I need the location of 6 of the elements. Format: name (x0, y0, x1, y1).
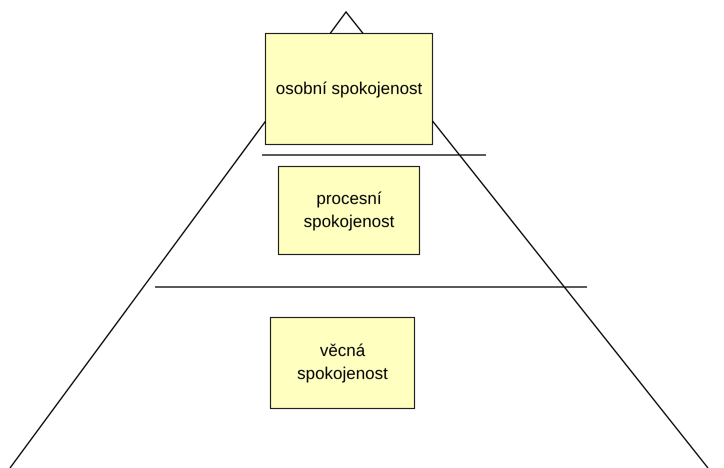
level-box (265, 33, 433, 145)
level-label: osobní spokojenost (276, 78, 422, 100)
level-label: věcná spokojenost (296, 340, 389, 385)
level-box (270, 317, 415, 409)
level-label: procesní spokojenost (302, 188, 396, 232)
level-box (278, 166, 420, 255)
